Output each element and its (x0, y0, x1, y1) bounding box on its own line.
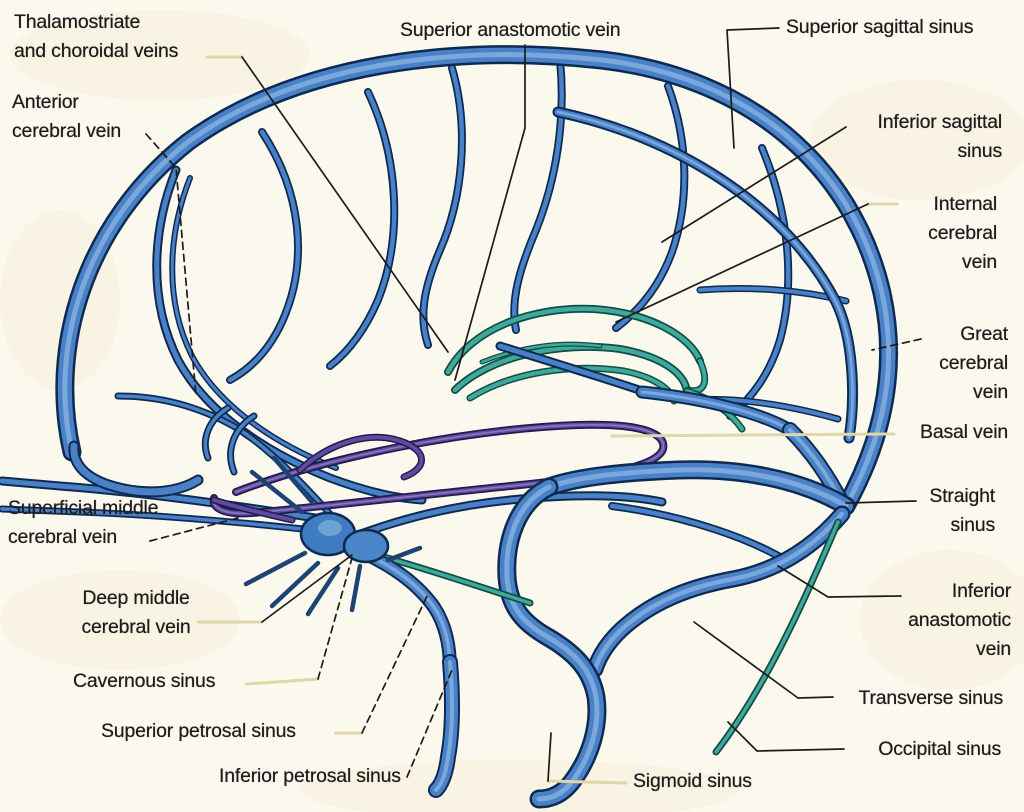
label-superior-sagittal-sinus: Superior sagittal sinus (786, 16, 974, 38)
leader-internal-cerebral (615, 203, 869, 323)
inferior-petrosal-sinus-vessel (338, 543, 452, 790)
leader-sigmoid (547, 732, 552, 782)
sigmoid-sinus-vessel (507, 487, 597, 799)
leader-thalamostriate (241, 56, 449, 353)
leader-deep-middle (261, 554, 353, 623)
label-superficial-middle-cerebral-vein: Superficial middle cerebral vein (8, 497, 159, 548)
leader-cavernous (317, 557, 353, 680)
label-great-cerebral-vein: Great cerebral vein (939, 323, 1008, 403)
leader-superior-petrosal (361, 593, 429, 734)
leader-inferior-petrosal (406, 669, 453, 778)
label-inferior-petrosal-sinus: Inferior petrosal sinus (219, 765, 401, 787)
superior-sagittal-sinus-vessel (65, 55, 889, 506)
leader-inferior-sagittal (661, 126, 847, 243)
label-superior-petrosal-sinus: Superior petrosal sinus (101, 720, 296, 742)
great-cerebral-vein-vessel (642, 392, 790, 430)
thalamostriate-choroidal-veins-vessel (448, 309, 742, 429)
label-thalamostriate-choroidal-veins: Thalamostriate and choroidal veins (14, 11, 179, 62)
inferior-anastomotic-vein-vessel (612, 506, 790, 563)
leader-inferior-anastomotic (777, 565, 902, 598)
cavernous-veinlets (243, 455, 423, 617)
label-cavernous-sinus: Cavernous sinus (73, 670, 216, 692)
leader-transverse (693, 621, 834, 699)
label-internal-cerebral-vein: Internal cerebral vein (928, 193, 997, 273)
leader-occipital (727, 721, 845, 752)
leader-straight (845, 500, 917, 504)
leader-pale-basal (610, 432, 896, 438)
leader-superior-anastomotic (454, 44, 526, 381)
leader-anterior-cerebral (145, 133, 197, 397)
label-sigmoid-sinus: Sigmoid sinus (633, 770, 752, 792)
label-anterior-cerebral-vein: Anterior cerebral vein (12, 91, 122, 142)
leader-superficial-middle (149, 517, 239, 542)
label-occipital-sinus: Occipital sinus (878, 738, 1001, 760)
leader-great-cerebral (871, 338, 922, 351)
leader-superior-sagittal (726, 27, 780, 149)
label-transverse-sinus: Transverse sinus (858, 687, 1003, 709)
paper-texture (0, 10, 1024, 812)
label-basal-vein: Basal vein (920, 421, 1008, 443)
leader-lines (145, 27, 922, 785)
label-inferior-anastomotic-vein: Inferior anastomotic vein (908, 580, 1011, 660)
label-inferior-sagittal-sinus: Inferior sagittal sinus (877, 111, 1003, 162)
leader-pale-cavernous (244, 677, 320, 686)
leader-pale-sigmoid (546, 779, 628, 785)
cavernous-sinus-vessel (243, 455, 423, 617)
label-straight-sinus: Straight sinus (929, 485, 995, 536)
label-superior-anastomotic-vein: Superior anastomotic vein (400, 19, 621, 41)
label-deep-middle-cerebral-vein: Deep middle cerebral vein (81, 587, 191, 638)
